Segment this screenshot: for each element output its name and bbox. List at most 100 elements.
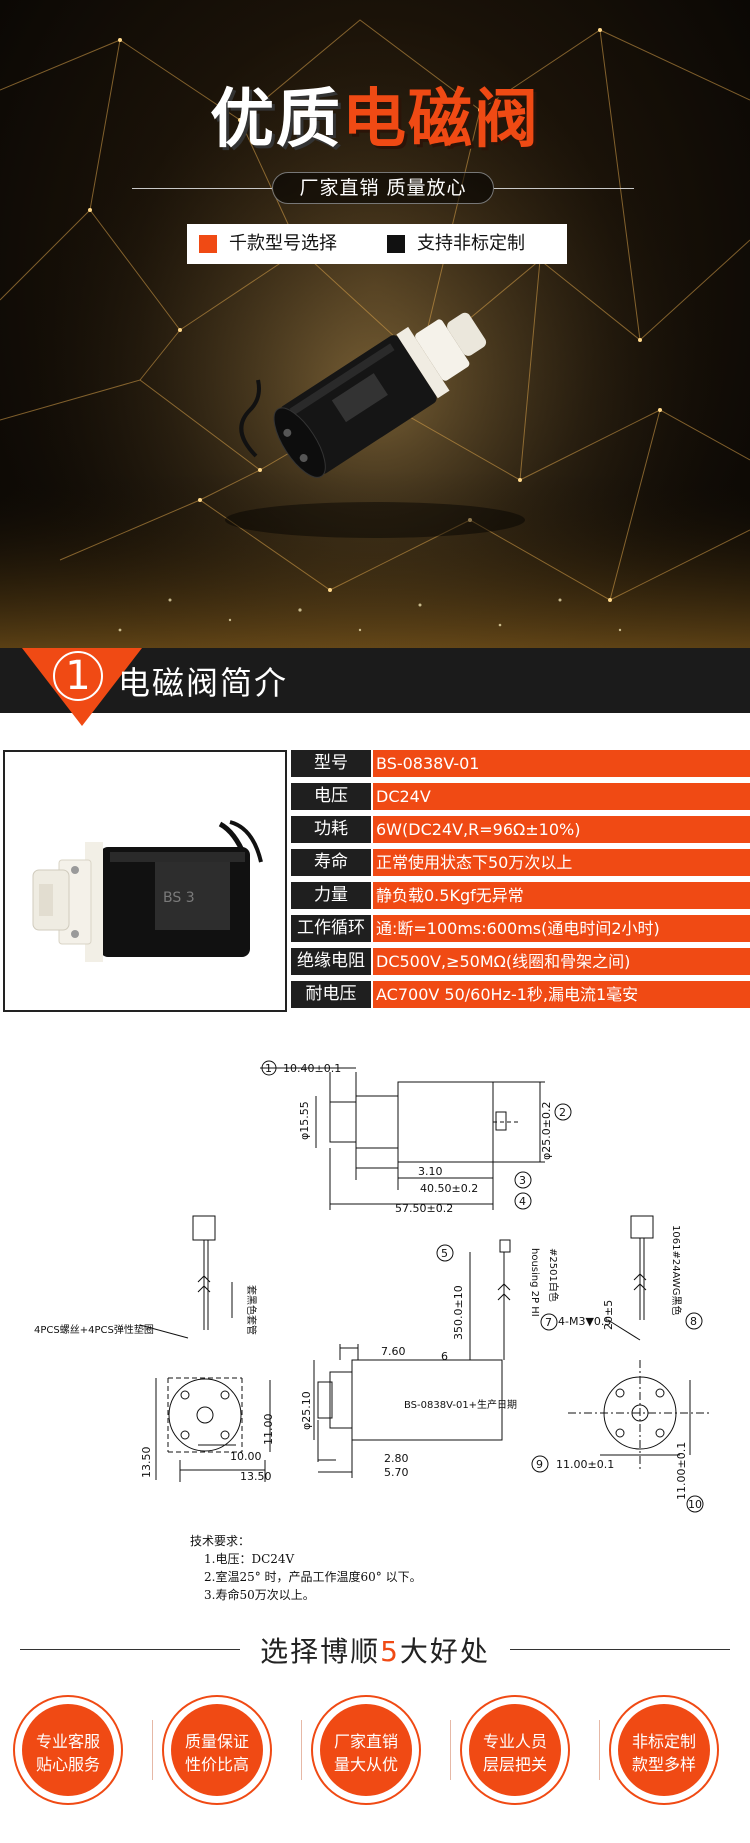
spec-value: 通:断=100ms:600ms(通电时间2小时) (373, 915, 750, 942)
spec-row: 绝缘电阻 DC500V,≥50MΩ(线圈和骨架之间) (291, 948, 750, 975)
marker-text: 1 (265, 1062, 272, 1075)
spec-label: 功耗 (291, 816, 371, 843)
spec-row: 电压 DC24V (291, 783, 750, 810)
spec-row: 寿命 正常使用状态下50万次以上 (291, 849, 750, 876)
hero-title-orange: 电磁阀 (342, 83, 540, 157)
benefit-line1: 专业客服 (35, 1732, 100, 1751)
marker-text: 8 (690, 1315, 697, 1328)
benefit-separator (450, 1720, 451, 1780)
benefit-line2: 款型多样 (631, 1755, 696, 1774)
marker-text: 4 (519, 1195, 526, 1208)
benefit-separator (301, 1720, 302, 1780)
spec-value: AC700V 50/60Hz-1秒,漏电流1毫安 (373, 981, 750, 1008)
dim-text: 350.0±10 (452, 1285, 465, 1340)
dim-text: 7.60 (381, 1345, 406, 1358)
dim-text: 10.00 (230, 1450, 262, 1463)
tech-heading: 技术要求： (190, 1534, 251, 1548)
orange-square-icon (199, 235, 217, 253)
note-text: 1061#24AWG黑色 (670, 1225, 683, 1315)
feature-item-custom: 支持非标定制 (387, 232, 525, 256)
dim-text: 11.00±0.1 (675, 1442, 688, 1500)
dim-text: φ25.0±0.2 (540, 1102, 553, 1160)
benefit-line1: 厂家直销 (333, 1732, 398, 1751)
benefit-line2: 性价比高 (184, 1755, 249, 1774)
benefit-bubble: 厂家直销 量大从优 (311, 1695, 421, 1805)
marker-text: 7 (545, 1316, 552, 1329)
benefit-separator (152, 1720, 153, 1780)
tech-requirements: 技术要求： 1.电压：DC24V 2.室温25° 时，产品工作温度60° 以下。… (190, 1532, 422, 1604)
note-text: #2501白色 (547, 1248, 560, 1302)
feature-bar: 千款型号选择 支持非标定制 (187, 224, 567, 264)
benefit-separator (599, 1720, 600, 1780)
spec-value: DC500V,≥50MΩ(线圈和骨架之间) (373, 948, 750, 975)
marker-text: 10 (688, 1498, 702, 1511)
benefit-bubble: 非标定制 款型多样 (609, 1695, 719, 1805)
spec-value: 正常使用状态下50万次以上 (373, 849, 750, 876)
svg-text:BS 3: BS 3 (163, 890, 195, 906)
benefit-bubble: 质量保证 性价比高 (162, 1695, 272, 1805)
marker-text: 5 (441, 1247, 448, 1260)
spec-label: 型号 (291, 750, 371, 777)
benefit-line2: 量大从优 (333, 1755, 398, 1774)
marker-text: 9 (536, 1458, 543, 1471)
dim-text: 11.00 (262, 1414, 275, 1446)
note-text: 4PCS螺丝+4PCS弹性垫圈 (34, 1323, 154, 1336)
tech-line: 3.寿命50万次以上。 (204, 1588, 315, 1602)
benefit-line2: 贴心服务 (35, 1755, 100, 1774)
hero-slogan: 厂家直销 质量放心 (272, 172, 494, 204)
spec-label: 力量 (291, 882, 371, 909)
benefit-line1: 专业人员 (482, 1732, 547, 1751)
benefits-title-num: 5 (380, 1635, 400, 1668)
solenoid-hero-image (225, 312, 525, 538)
dim-text: 57.50±0.2 (395, 1202, 453, 1215)
spec-value: DC24V (373, 783, 750, 810)
dim-text: φ25.10 (300, 1391, 313, 1430)
spec-row: 工作循环 通:断=100ms:600ms(通电时间2小时) (291, 915, 750, 942)
benefits-title: 选择博顺5大好处 (0, 1630, 750, 1670)
benefit-bubble: 专业客服 贴心服务 (13, 1695, 123, 1805)
note-text: BS-0838V-01+生产日期 (404, 1398, 517, 1411)
spec-label: 绝缘电阻 (291, 948, 371, 975)
dim-text: 4-M3▼0.5 (558, 1315, 611, 1328)
feature-label: 支持非标定制 (417, 233, 525, 254)
tech-line: 2.室温25° 时，产品工作温度60° 以下。 (204, 1570, 422, 1584)
slogan-line-left (132, 188, 272, 189)
dim-text: φ15.55 (298, 1101, 311, 1140)
spec-label: 寿命 (291, 849, 371, 876)
divider-right (510, 1649, 730, 1650)
spec-label: 耐电压 (291, 981, 371, 1008)
dim-text: 20±5 (602, 1300, 615, 1330)
section-marker-icon (22, 648, 142, 726)
hero-banner (0, 0, 750, 713)
dim-text: 40.50±0.2 (420, 1182, 478, 1195)
solenoid-product-image: BS 3 (32, 820, 263, 962)
marker-text: 6 (441, 1350, 448, 1363)
spec-value: 静负载0.5Kgf无异常 (373, 882, 750, 909)
dim-text: 5.70 (384, 1466, 409, 1479)
product-photo: BS 3 (3, 750, 287, 1012)
hero-title-white: 优质 (210, 83, 342, 157)
tech-line: 1.电压：DC24V (204, 1552, 295, 1566)
note-text: 套黑色套管 (245, 1285, 258, 1335)
dim-text: 3.10 (418, 1165, 443, 1178)
dim-text: 11.00±0.1 (556, 1458, 614, 1471)
benefit-line1: 质量保证 (184, 1732, 249, 1751)
note-text: housing 2P HI (529, 1248, 540, 1317)
dim-text: 13.50 (140, 1447, 153, 1479)
benefit-line1: 非标定制 (631, 1732, 696, 1751)
benefits-title-b: 大好处 (399, 1635, 490, 1668)
feature-item-models: 千款型号选择 (199, 232, 337, 256)
benefit-bubble: 专业人员 层层把关 (460, 1695, 570, 1805)
feature-label: 千款型号选择 (229, 233, 337, 254)
marker-text: 3 (519, 1174, 526, 1187)
section-number: 1 (65, 653, 91, 699)
dim-text: 2.80 (384, 1452, 409, 1465)
dim-text: 10.40±0.1 (283, 1062, 341, 1075)
divider-left (20, 1649, 240, 1650)
spec-row: 功耗 6W(DC24V,R=96Ω±10%) (291, 816, 750, 843)
spec-value: BS-0838V-01 (373, 750, 750, 777)
spec-row: 耐电压 AC700V 50/60Hz-1秒,漏电流1毫安 (291, 981, 750, 1008)
marker-text: 2 (559, 1106, 566, 1119)
spec-label: 工作循环 (291, 915, 371, 942)
spec-row: 型号 BS-0838V-01 (291, 750, 750, 777)
